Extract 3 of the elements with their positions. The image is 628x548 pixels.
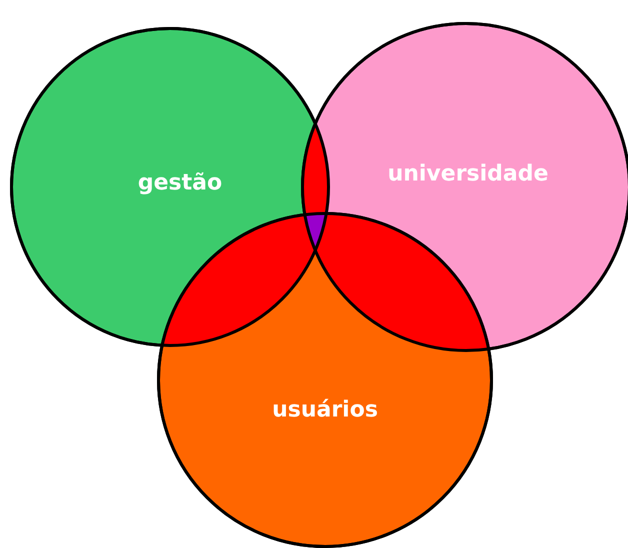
circle-label: usuários: [272, 398, 378, 422]
circle-label: gestão: [138, 170, 222, 196]
circle-label: universidade: [388, 162, 548, 186]
